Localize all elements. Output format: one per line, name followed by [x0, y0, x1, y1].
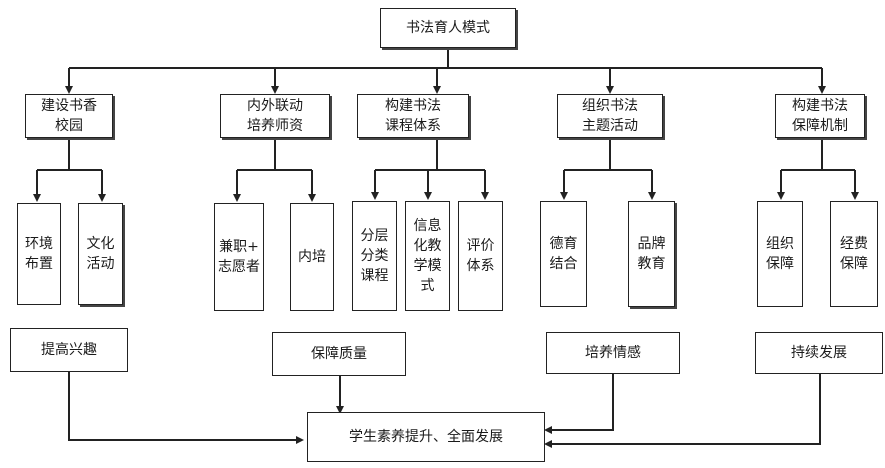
leaf-organization: 组织 保障: [757, 201, 803, 307]
final-goal: 学生素养提升、全面发展: [307, 412, 545, 462]
branch-activities: 组织书法 主题活动: [557, 94, 663, 138]
outcome-emotion: 培养情感: [546, 332, 680, 374]
branch-campus: 建设书香 校园: [25, 94, 113, 138]
leaf-moral-education: 德育 结合: [540, 201, 587, 307]
outcome-interest: 提高兴趣: [10, 328, 128, 372]
leaf-environment: 环境 布置: [17, 203, 61, 305]
leaf-brand-education: 品牌 教育: [628, 201, 675, 307]
branch-curriculum: 构建书法 课程体系: [357, 94, 469, 138]
leaf-info-teaching: 信息 化教 学模 式: [405, 201, 450, 311]
leaf-evaluation: 评价 体系: [458, 201, 503, 311]
leaf-layered-courses: 分层 分类 课程: [352, 201, 397, 311]
root-node: 书法育人模式: [380, 8, 516, 48]
leaf-internal-training: 内培: [290, 203, 334, 311]
branch-safeguard: 构建书法 保障机制: [775, 94, 865, 138]
leaf-funding: 经费 保障: [830, 201, 878, 307]
outcome-quality: 保障质量: [272, 332, 406, 376]
leaf-culture-activities: 文化 活动: [78, 203, 123, 305]
leaf-parttime-volunteer: 兼职+ 志愿者: [214, 203, 264, 311]
outcome-sustainable: 持续发展: [755, 332, 883, 374]
branch-teachers: 内外联动 培养师资: [220, 94, 330, 138]
